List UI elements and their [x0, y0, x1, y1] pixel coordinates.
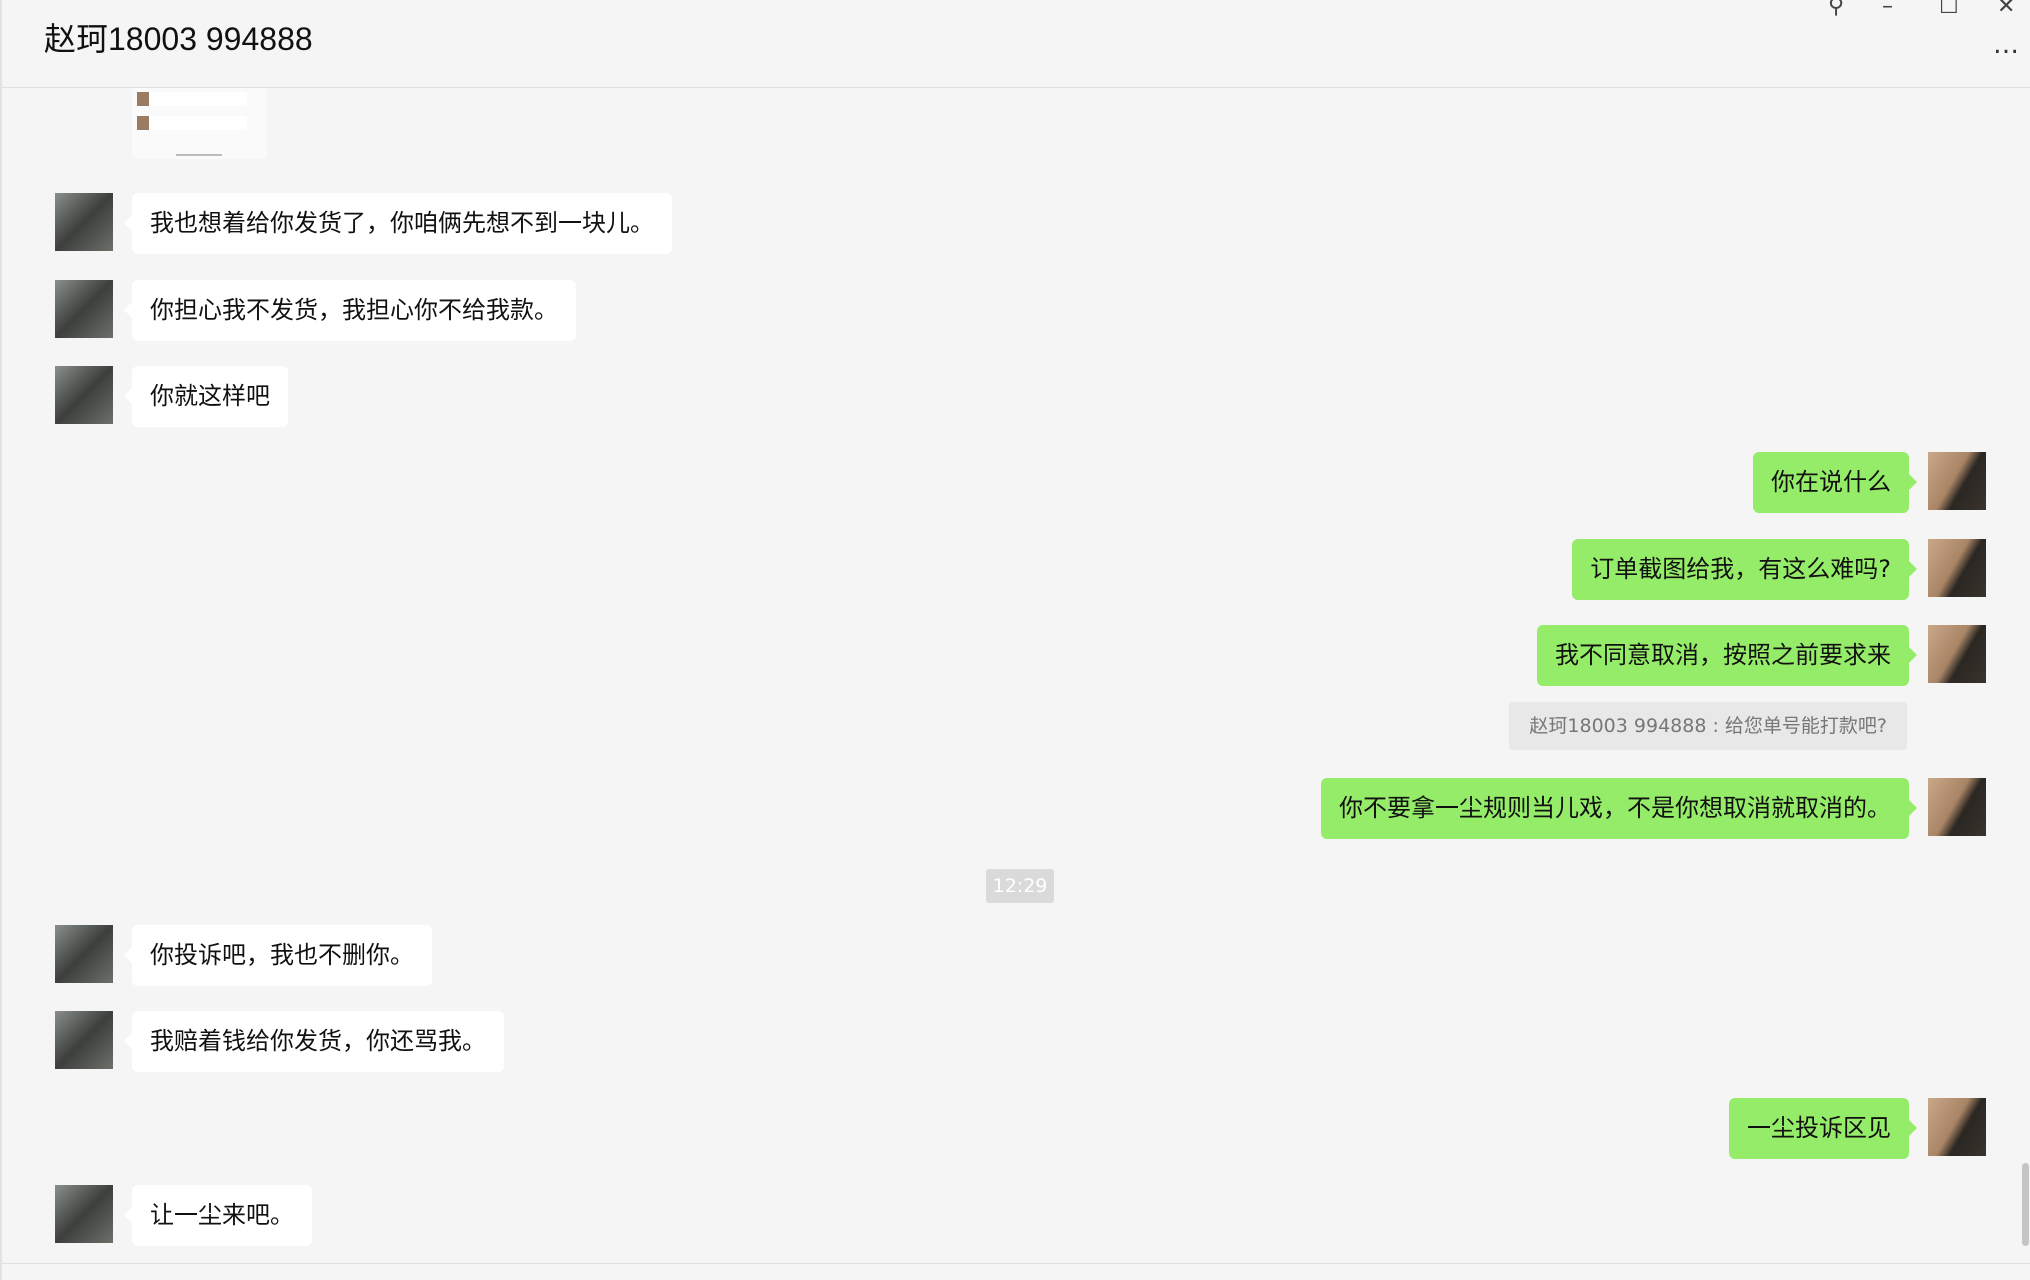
contact-avatar[interactable]	[55, 1011, 113, 1069]
sent-message: 你在说什么	[1753, 452, 1917, 513]
message-row: 你担心我不发货，我担心你不给我款。	[2, 280, 2030, 341]
close-icon[interactable]: ✕	[1997, 0, 2016, 19]
contact-avatar[interactable]	[55, 925, 113, 983]
message-row: 你投诉吧，我也不删你。	[2, 925, 2030, 986]
my-avatar[interactable]	[1928, 1098, 1986, 1156]
message-row: 我赔着钱给你发货，你还骂我。	[2, 1011, 2030, 1072]
received-message: 我赔着钱给你发货，你还骂我。	[124, 1011, 504, 1072]
message-row: 你就这样吧	[2, 366, 2030, 427]
maximize-icon[interactable]: ☐	[1939, 0, 1959, 19]
contact-avatar[interactable]	[55, 1185, 113, 1243]
minimize-icon[interactable]: –	[1882, 0, 1893, 19]
scrollbar[interactable]	[2022, 1163, 2029, 1246]
received-message: 让一尘来吧。	[124, 1185, 312, 1246]
received-message: 你投诉吧，我也不删你。	[124, 925, 432, 986]
quoted-message[interactable]: 赵珂18003 994888 : 给您单号能打款吧?	[1509, 702, 1907, 750]
received-message: 你就这样吧	[124, 366, 288, 427]
more-icon[interactable]: …	[1993, 30, 2020, 60]
sent-message: 我不同意取消，按照之前要求来	[1537, 625, 1917, 686]
sent-message: 订单截图给我，有这么难吗?	[1572, 539, 1917, 600]
received-message: 你担心我不发货，我担心你不给我款。	[124, 280, 576, 341]
sent-message: 你不要拿一尘规则当儿戏，不是你想取消就取消的。	[1321, 778, 1917, 839]
timestamp: 12:29	[986, 869, 1054, 903]
contact-avatar[interactable]	[55, 193, 113, 251]
my-avatar[interactable]	[1928, 778, 1986, 836]
pin-icon[interactable]: ⚲	[1828, 0, 1845, 19]
contact-avatar[interactable]	[55, 280, 113, 338]
message-row: 我不同意取消，按照之前要求来	[2, 625, 2030, 686]
image-message-thumbnail[interactable]	[132, 88, 267, 159]
message-row: 订单截图给我，有这么难吗?	[2, 539, 2030, 600]
message-row: 让一尘来吧。	[2, 1185, 2030, 1246]
chat-title: 赵珂18003 994888	[44, 21, 313, 57]
message-row: 你不要拿一尘规则当儿戏，不是你想取消就取消的。	[2, 778, 2030, 839]
contact-avatar[interactable]	[55, 366, 113, 424]
divider	[2, 1263, 2030, 1264]
message-row: 我也想着给你发货了，你咱俩先想不到一块儿。	[2, 193, 2030, 254]
message-row: 你在说什么	[2, 452, 2030, 513]
my-avatar[interactable]	[1928, 539, 1986, 597]
message-row: 一尘投诉区见	[2, 1098, 2030, 1159]
chat-header: 赵珂18003 994888 ⚲ – ☐ ✕ …	[2, 0, 2030, 88]
my-avatar[interactable]	[1928, 452, 1986, 510]
my-avatar[interactable]	[1928, 625, 1986, 683]
sent-message: 一尘投诉区见	[1729, 1098, 1917, 1159]
received-message: 我也想着给你发货了，你咱俩先想不到一块儿。	[124, 193, 672, 254]
